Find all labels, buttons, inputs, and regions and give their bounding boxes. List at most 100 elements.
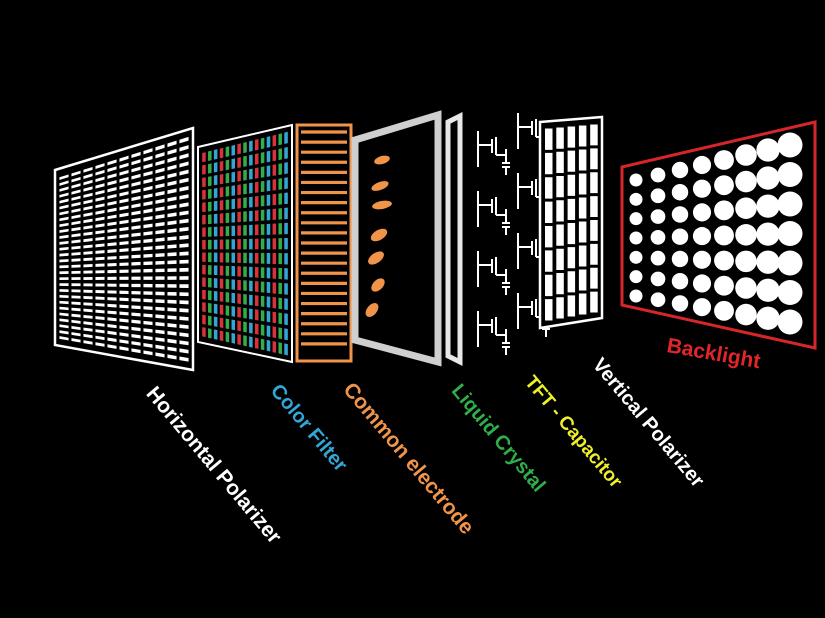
- polarizer-slot: [179, 300, 189, 305]
- color-filter-subpixel: [219, 291, 224, 302]
- polarizer-slot: [59, 330, 69, 335]
- polarizer-slot: [155, 159, 165, 166]
- polarizer-slot: [179, 136, 189, 144]
- polarizer-slot: [59, 234, 69, 239]
- polarizer-slot: [83, 173, 93, 179]
- backlight-led: [629, 270, 643, 284]
- polarizer-slot: [167, 164, 177, 171]
- color-filter-subpixel: [278, 297, 282, 310]
- polarizer-slot: [143, 253, 153, 258]
- color-filter-subpixel: [231, 198, 236, 210]
- color-filter-subpixel: [249, 266, 253, 278]
- backlight-led: [735, 277, 757, 299]
- polarizer-slot: [131, 341, 141, 346]
- polarizer-slot: [179, 332, 189, 338]
- color-filter-subpixel: [237, 239, 241, 250]
- color-filter-subpixel: [284, 268, 288, 280]
- color-filter-subpixel: [254, 266, 259, 278]
- color-filter-subpixel: [219, 160, 224, 172]
- polarizer-slot: [95, 210, 105, 215]
- color-filter-subpixel: [249, 280, 253, 292]
- color-filter-subpixel: [237, 225, 241, 236]
- polarizer-slot: [71, 301, 81, 305]
- polarizer-slot: [556, 127, 564, 149]
- polarizer-slot: [83, 244, 93, 249]
- backlight-led: [777, 191, 803, 217]
- polarizer-slot: [71, 245, 81, 250]
- polarizer-slot: [155, 222, 165, 227]
- backlight-led: [714, 275, 734, 296]
- color-filter-subpixel: [260, 324, 265, 336]
- polarizer-slot: [179, 259, 189, 264]
- backlight-led: [714, 300, 734, 321]
- color-filter-subpixel: [237, 184, 241, 196]
- color-filter-subpixel: [260, 152, 265, 164]
- polarizer-slot: [119, 177, 129, 183]
- polarizer-slot: [179, 267, 189, 272]
- polarizer-slot: [71, 239, 81, 244]
- polarizer-slot: [119, 283, 129, 287]
- polarizer-slot: [119, 205, 129, 211]
- polarizer-slot: [179, 161, 189, 168]
- polarizer-slot: [143, 350, 153, 356]
- polarizer-slot: [590, 291, 598, 313]
- polarizer-slot: [556, 200, 564, 222]
- polarizer-slot: [167, 204, 177, 210]
- color-filter-subpixel: [202, 302, 206, 313]
- color-filter-subpixel: [237, 279, 241, 291]
- polarizer-slot: [95, 329, 105, 334]
- polarizer-slot: [71, 220, 81, 226]
- polarizer-slot: [131, 254, 141, 259]
- crystal-molecule: [365, 303, 379, 317]
- color-filter-subpixel: [272, 208, 277, 220]
- color-filter-subpixel: [202, 164, 206, 175]
- color-filter-subpixel: [237, 157, 241, 168]
- color-filter-subpixel: [272, 267, 277, 279]
- color-filter-subpixel: [208, 290, 212, 301]
- polarizer-slot: [59, 228, 69, 233]
- polarizer-slot: [71, 214, 81, 220]
- polarizer-slot: [83, 257, 93, 262]
- color-filter-subpixel: [284, 162, 288, 175]
- color-filter-subpixel: [225, 239, 230, 250]
- polarizer-slot: [107, 187, 117, 193]
- polarizer-slot: [95, 236, 105, 241]
- polarizer-slot: [107, 262, 117, 267]
- polarizer-slot: [71, 170, 81, 177]
- backlight-led: [650, 167, 666, 183]
- color-filter-layer: [197, 123, 293, 364]
- polarizer-slot: [143, 216, 153, 221]
- polarizer-slot: [95, 183, 105, 189]
- color-filter-subpixel: [266, 150, 271, 163]
- polarizer-slot: [59, 198, 69, 204]
- polarizer-slot: [590, 124, 598, 146]
- polarizer-slot: [167, 276, 177, 280]
- polarizer-slot: [107, 228, 117, 233]
- polarizer-slot: [167, 260, 177, 265]
- polarizer-slot: [179, 226, 189, 232]
- polarizer-slot: [119, 262, 129, 267]
- polarizer-slot: [95, 203, 105, 209]
- color-filter-subpixel: [260, 281, 265, 293]
- color-filter-subpixel: [284, 222, 288, 235]
- color-filter-subpixel: [202, 177, 206, 188]
- color-filter-subpixel: [272, 297, 277, 309]
- polarizer-slot: [119, 318, 129, 323]
- color-filter-subpixel: [266, 252, 271, 264]
- backlight-led: [650, 271, 666, 287]
- polarizer-slot: [167, 338, 177, 344]
- polarizer-slot: [119, 184, 129, 190]
- polarizer-slot: [143, 200, 153, 207]
- color-filter-subpixel: [202, 277, 206, 287]
- polarizer-slot: [71, 332, 81, 337]
- polarizer-slot: [143, 313, 153, 318]
- polarizer-slot: [179, 243, 189, 248]
- color-filter-subpixel: [243, 183, 247, 195]
- color-filter-subpixel: [243, 225, 247, 236]
- color-filter-subpixel: [266, 194, 271, 206]
- polarizer-slot: [155, 299, 165, 304]
- polarizer-slot: [119, 233, 129, 239]
- polarizer-slot: [179, 284, 189, 288]
- polarizer-slot: [131, 203, 141, 209]
- polarizer-slot: [131, 326, 141, 332]
